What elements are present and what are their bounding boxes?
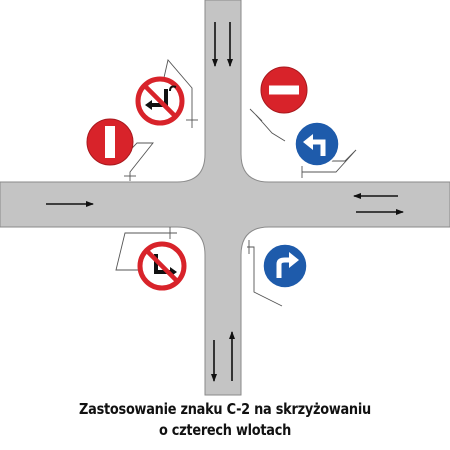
turn-right-mandatory-sign: [262, 243, 308, 289]
caption-line-1: Zastosowanie znaku C-2 na skrzyżowaniu: [79, 400, 371, 418]
traffic-arrows: [46, 22, 404, 382]
leader-lines: [115, 59, 357, 307]
leader-no-entry: [255, 114, 286, 142]
caption-line-2: o czterech wlotach: [158, 421, 292, 439]
leader-turn-left: [302, 149, 357, 173]
leader-no-entry-tick: [249, 108, 263, 122]
leader-bottom-left: [115, 232, 177, 271]
red-bar-sign-left: [86, 118, 134, 166]
road-network: [0, 0, 450, 396]
no-entry-sign: [260, 66, 308, 114]
turn-left-mandatory-sign: [294, 121, 340, 167]
no-left-uturn-sign-bottom: [137, 241, 187, 291]
road-surface: [0, 0, 450, 396]
leader-turn-right: [247, 246, 283, 307]
no-left-uturn-sign-top: [135, 76, 185, 126]
